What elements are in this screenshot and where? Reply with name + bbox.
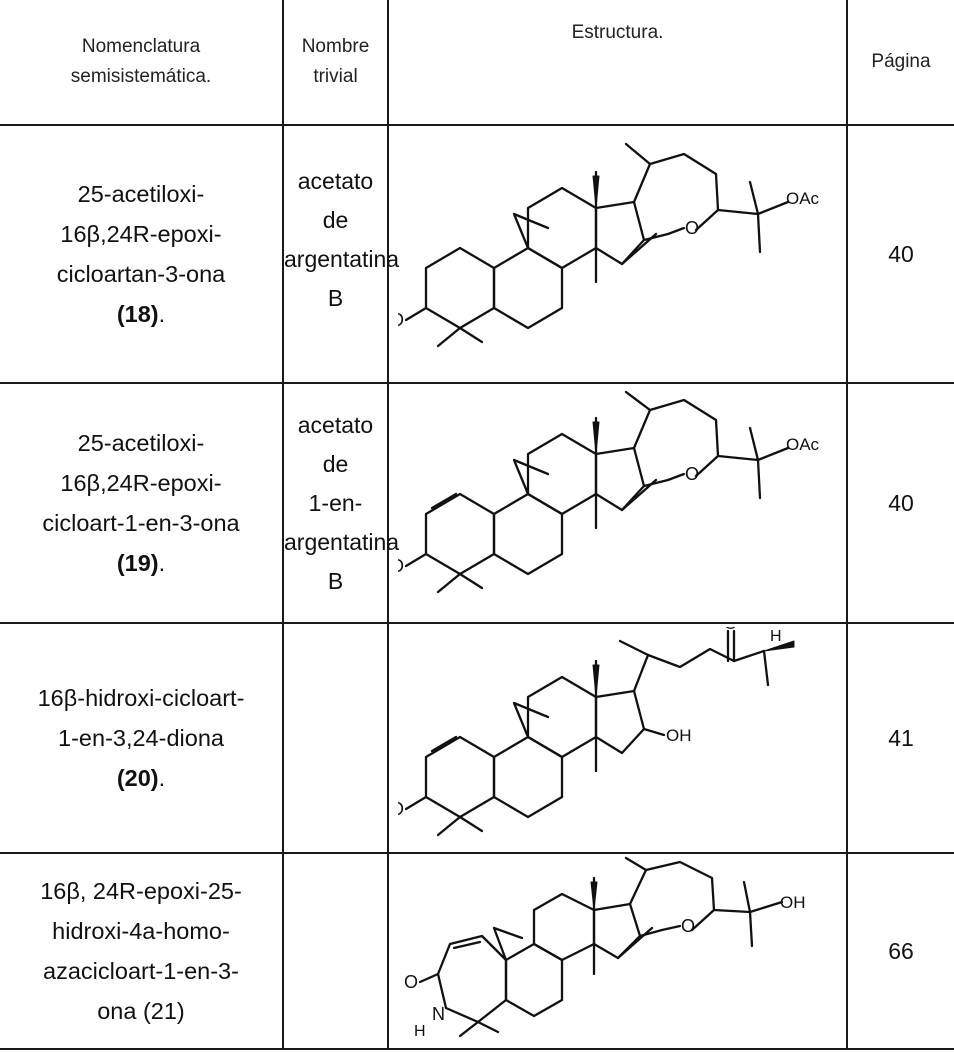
page-cell: 41 [846, 622, 954, 854]
compound-number: (18) [116, 301, 159, 327]
ring-oxygen-label: O [685, 218, 699, 238]
compound-suffix: . [158, 301, 166, 327]
structure-18-drawing: O O OAc [398, 142, 820, 347]
header-structure: Estructura. [387, 0, 848, 126]
ketone-oxygen-label: O [398, 556, 404, 576]
trivial-line: acetato de [297, 411, 374, 477]
amide-hydrogen-label: H [414, 1023, 426, 1040]
compound-suffix: . [158, 550, 166, 576]
name-line: 16β-hidroxi-cicloart- [37, 685, 245, 711]
page-cell: 40 [846, 124, 954, 384]
trivial-line: B [327, 567, 344, 594]
trivial-line: acetato de [297, 168, 374, 233]
header-page: Página [846, 0, 954, 126]
table-row: 25-acetiloxi- 16β,24R-epoxi- cicloartan-… [0, 124, 954, 384]
name-line: 1-en-3,24-diona [58, 725, 224, 751]
ring-oxygen-label: O [681, 916, 695, 936]
table-row: 25-acetiloxi- 16β,24R-epoxi- cicloart-1-… [0, 382, 954, 624]
trivial-name-cell [282, 622, 389, 854]
name-line: cicloartan-3-ona [56, 261, 226, 287]
header-trivial: Nombre trivial [282, 0, 389, 126]
name-line: 16β,24R-epoxi- [60, 221, 222, 247]
header-trivial-line2: trivial [313, 66, 358, 87]
page-cell: 40 [846, 382, 954, 624]
table-row: 16β-hidroxi-cicloart- 1-en-3,24-diona (2… [0, 622, 954, 854]
structure-21-drawing: O OH O N H [404, 856, 806, 1040]
trivial-name-cell: acetato de 1-en- argentatina B [282, 382, 400, 624]
compound-number: (19) [116, 550, 159, 576]
nomenclature-cell: 25-acetiloxi- 16β,24R-epoxi- cicloartan-… [0, 124, 284, 384]
header-nomenclature-line1: Nomenclatura [81, 36, 201, 57]
nomenclature-cell: 25-acetiloxi- 16β,24R-epoxi- cicloart-1-… [0, 382, 284, 624]
name-line: cicloart-1-en-3-ona [42, 510, 240, 536]
name-line: hidroxi-4a-homo- [52, 918, 230, 944]
hydroxyl-label: OH [780, 893, 806, 912]
table-row: 16β, 24R-epoxi-25- hidroxi-4a-homo- azac… [0, 852, 954, 1050]
trivial-line: B [327, 285, 344, 311]
name-line: 25-acetiloxi- [77, 430, 205, 456]
nomenclature-cell: 16β-hidroxi-cicloart- 1-en-3,24-diona (2… [0, 622, 284, 854]
compound-number-line: (19). [0, 543, 282, 583]
header-row: Nomenclatura semisistemática. Nombre tri… [0, 0, 954, 126]
structure-cell: O O OAc [387, 124, 848, 384]
name-line: 16β,24R-epoxi- [60, 470, 222, 496]
name-line: 16β, 24R-epoxi-25- [40, 878, 242, 904]
side-chain-label: OAc [786, 435, 820, 454]
trivial-line: argentatina [284, 528, 400, 555]
name-line: 25-acetiloxi- [77, 181, 205, 207]
ketone-oxygen-label: O [398, 310, 404, 330]
structure-19-drawing: O O OAc [398, 390, 820, 594]
top-ketone-oxygen-label: O [724, 627, 737, 633]
ketone-oxygen-label: O [398, 799, 404, 819]
structure-cell: O H OH O [387, 622, 848, 854]
header-nomenclature: Nomenclatura semisistemática. [0, 0, 284, 126]
nitrogen-label: N [432, 1004, 445, 1024]
compound-suffix: . [158, 765, 166, 791]
trivial-name-cell [282, 852, 389, 1050]
header-trivial-line1: Nombre [301, 36, 370, 57]
name-line: ona (21) [97, 998, 185, 1024]
compound-number-line: (20). [0, 758, 282, 798]
trivial-line: argentatina [284, 246, 400, 272]
lactam-oxygen-label: O [404, 972, 418, 992]
trivial-name-cell: acetato de argentatina B [282, 124, 400, 384]
hydroxyl-label: OH [666, 726, 692, 745]
structure-20-drawing: O H OH O [398, 627, 794, 837]
hydrogen-label: H [770, 628, 782, 645]
page-cell: 66 [846, 852, 954, 1050]
trivial-line: 1-en- [308, 489, 363, 516]
ring-oxygen-label: O [685, 464, 699, 484]
header-nomenclature-line2: semisistemática. [70, 66, 212, 87]
structure-cell: O OH O N H [387, 852, 848, 1050]
nomenclature-cell: 16β, 24R-epoxi-25- hidroxi-4a-homo- azac… [0, 852, 284, 1050]
name-line: azacicloart-1-en-3- [43, 958, 239, 984]
compound-number-line: (18). [0, 294, 282, 334]
compound-number: (20) [116, 765, 159, 791]
structure-cell: O O OAc [387, 382, 848, 624]
side-chain-label: OAc [786, 189, 820, 208]
